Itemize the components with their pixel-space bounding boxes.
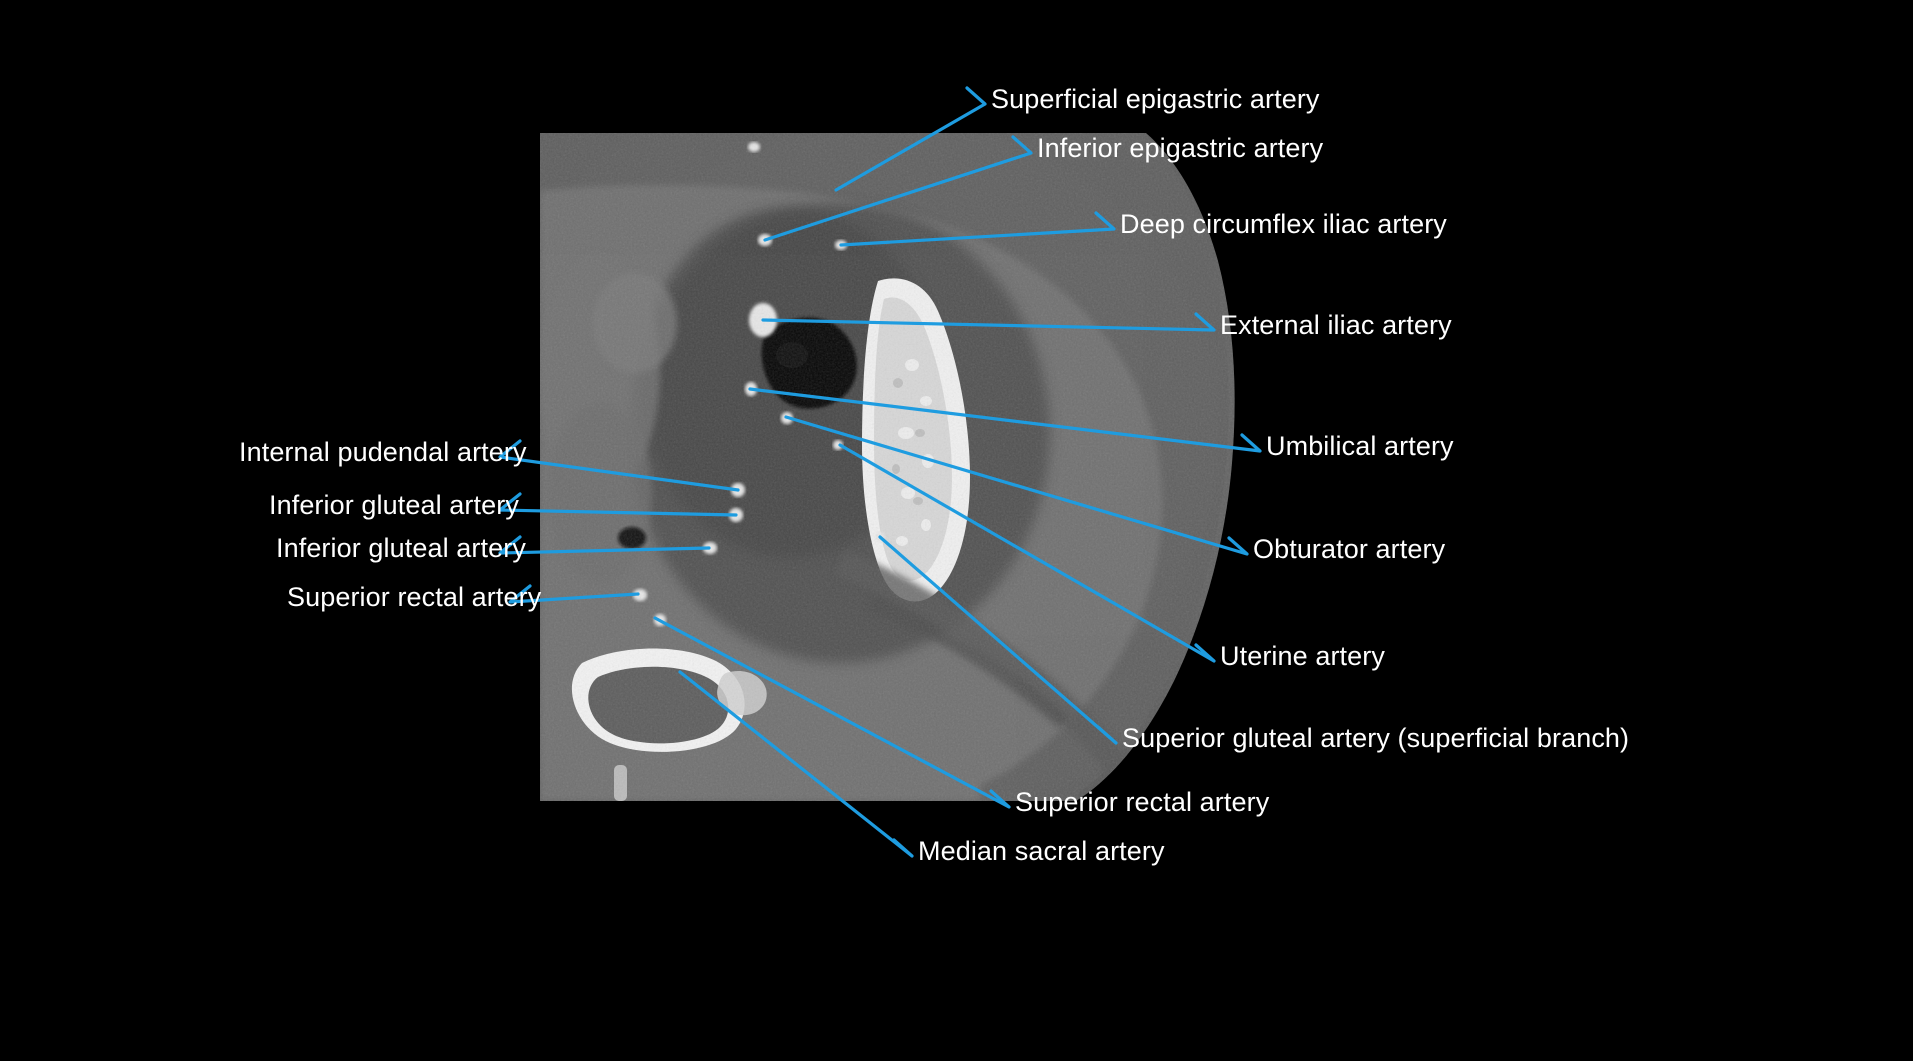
label-inferior-gluteal-artery-2: Inferior gluteal artery xyxy=(276,533,526,563)
label-external-iliac-artery: External iliac artery xyxy=(1220,310,1452,340)
label-inferior-gluteal-artery-1: Inferior gluteal artery xyxy=(269,490,519,520)
label-obturator-artery: Obturator artery xyxy=(1253,534,1446,564)
label-inferior-epigastric-artery: Inferior epigastric artery xyxy=(1037,133,1324,163)
label-umbilical-artery: Umbilical artery xyxy=(1266,431,1454,461)
label-deep-circumflex-iliac-artery: Deep circumflex iliac artery xyxy=(1120,209,1447,239)
label-superior-gluteal-artery-superficial-branch: Superior gluteal artery (superficial bra… xyxy=(1122,723,1630,753)
label-median-sacral-artery: Median sacral artery xyxy=(918,836,1165,866)
label-superior-rectal-artery-left: Superior rectal artery xyxy=(287,582,542,612)
label-superior-rectal-artery-right: Superior rectal artery xyxy=(1015,787,1270,817)
label-superficial-epigastric-artery: Superficial epigastric artery xyxy=(991,84,1320,114)
label-internal-pudendal-artery: Internal pudendal artery xyxy=(239,437,527,467)
label-uterine-artery: Uterine artery xyxy=(1220,641,1385,671)
